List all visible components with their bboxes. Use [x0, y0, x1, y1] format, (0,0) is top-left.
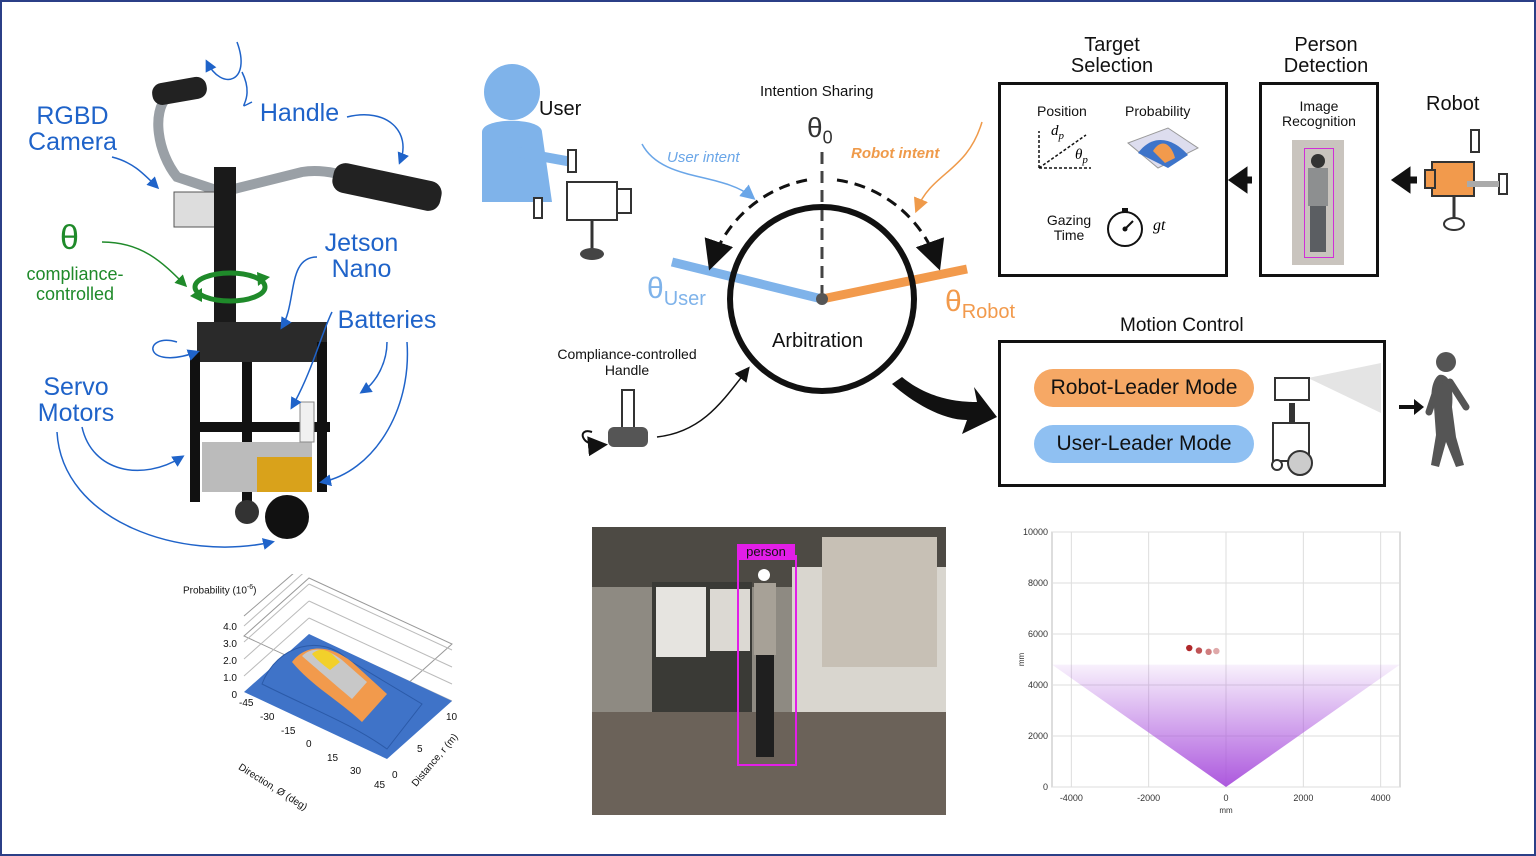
- batteries-label: Batteries: [337, 306, 437, 334]
- tracking-scatter-chart: -4000 -2000 0 2000 4000 10000 8000 6000 4000 2000…: [1017, 527, 1401, 815]
- field-of-view-wedge: [1052, 664, 1400, 787]
- x-tick-label: -4000: [1060, 793, 1083, 803]
- dist-tick: 5: [417, 744, 423, 755]
- compliance-handle-label: Compliance-controlled Handle: [557, 346, 697, 378]
- dir-tick: -45: [239, 698, 254, 709]
- position-axes-icon: [1038, 131, 1091, 169]
- z-tick: 2.0: [223, 656, 237, 667]
- x-tick-label: 0: [1223, 793, 1228, 803]
- compliance-handle-icon: [581, 389, 648, 457]
- robot-hardware-illustration: [56, 41, 442, 550]
- x-tick-label: -2000: [1137, 793, 1160, 803]
- y-tick-label: 10000: [1023, 527, 1048, 537]
- dir-tick: -15: [281, 726, 296, 737]
- y-tick-label: 0: [1043, 782, 1048, 792]
- detection-thumbnail: [1292, 140, 1344, 265]
- scatter-point: [1213, 647, 1220, 655]
- dir-tick: 30: [350, 766, 362, 777]
- prob-zticks: 4.0 3.0 2.0 1.0 0: [220, 619, 237, 704]
- dir-tick: 15: [327, 753, 339, 764]
- probability-surface-icon: [1127, 127, 1199, 169]
- z-tick: 3.0: [223, 639, 237, 650]
- y-tick-label: 2000: [1028, 731, 1048, 741]
- person-detection-label: person: [737, 544, 795, 560]
- user-side-robot-icon: [533, 149, 632, 260]
- dist-tick: 0: [392, 770, 398, 781]
- output-arrow-icon: [892, 377, 997, 434]
- scatter-point: [1205, 648, 1212, 656]
- target-selection-title: Target Selection: [1070, 34, 1154, 77]
- scatter-point: [1186, 644, 1193, 652]
- user-figure-icon: [482, 64, 577, 202]
- prob-zlabel: Probability (10-6): [183, 584, 257, 597]
- probability-label: Probability: [1125, 103, 1191, 119]
- thetap-label: θp: [1075, 147, 1088, 166]
- gt-label: gt: [1153, 217, 1166, 234]
- image-recognition-label: Image Recognition: [1282, 98, 1356, 129]
- jetson-nano-label: Jetson Nano: [324, 229, 399, 283]
- user-leader-mode-pill: User-Leader Mode: [1034, 425, 1254, 463]
- y-tick-label: 6000: [1028, 629, 1048, 639]
- motion-control-box: Robot-Leader Mode User-Leader Mode: [998, 340, 1386, 487]
- motion-control-title: Motion Control: [1120, 315, 1244, 336]
- dir-tick: -30: [260, 712, 275, 723]
- robot-leader-mode-pill: Robot-Leader Mode: [1034, 369, 1254, 407]
- probability-3d-plot: [243, 574, 453, 759]
- scatter-point: [1195, 647, 1203, 654]
- robot-icon: [1424, 129, 1508, 231]
- z-tick: 0: [231, 690, 237, 701]
- x-tick-label: 2000: [1293, 793, 1313, 803]
- theta-robot-label: θRobot: [945, 285, 1016, 323]
- walking-person-icon: [1399, 352, 1470, 467]
- y-axis-label: mm: [1017, 653, 1026, 667]
- rgbd-camera-label: RGBD Camera: [28, 102, 117, 156]
- intention-sharing-label: Intention Sharing: [760, 83, 874, 100]
- robot-intent-label: Robot intent: [851, 145, 940, 162]
- dir-tick: 45: [374, 780, 386, 791]
- follow-robot-icon: [1271, 363, 1381, 476]
- theta-label: θ: [60, 219, 79, 257]
- camera-view-image: person: [592, 527, 946, 815]
- dir-tick: 0: [306, 739, 312, 750]
- user-intent-label: User intent: [667, 149, 740, 166]
- framework-diagram: [482, 64, 1508, 457]
- theta-user-label: θUser: [647, 272, 706, 310]
- y-tick-label: 8000: [1028, 578, 1048, 588]
- theta0-label: θ0: [807, 112, 833, 148]
- x-axis-label: mm: [1219, 806, 1233, 815]
- servo-motors-label: Servo Motors: [37, 373, 115, 427]
- y-tick-label: 4000: [1028, 680, 1048, 690]
- dp-label: dp: [1051, 123, 1064, 142]
- person-bounding-box: [737, 555, 797, 766]
- target-selection-box: Position Probability dp θp Gazing Time g…: [998, 82, 1228, 277]
- stopwatch-icon: [1107, 208, 1143, 247]
- x-tick-label: 4000: [1371, 793, 1391, 803]
- user-label: User: [539, 98, 582, 120]
- dist-tick: 10: [446, 712, 458, 723]
- gazing-time-label: Gazing Time: [1046, 212, 1092, 243]
- handle-label: Handle: [259, 99, 340, 127]
- person-detection-title: Person Detection: [1283, 34, 1369, 77]
- person-detection-box: Image Recognition: [1259, 82, 1379, 277]
- robot-label: Robot: [1426, 93, 1480, 115]
- z-tick: 1.0: [223, 673, 237, 684]
- position-label: Position: [1037, 103, 1087, 119]
- arbitration-label: Arbitration: [772, 330, 864, 352]
- compliance-controlled-label: compliance-controlled: [26, 264, 124, 304]
- z-tick: 4.0: [223, 622, 237, 633]
